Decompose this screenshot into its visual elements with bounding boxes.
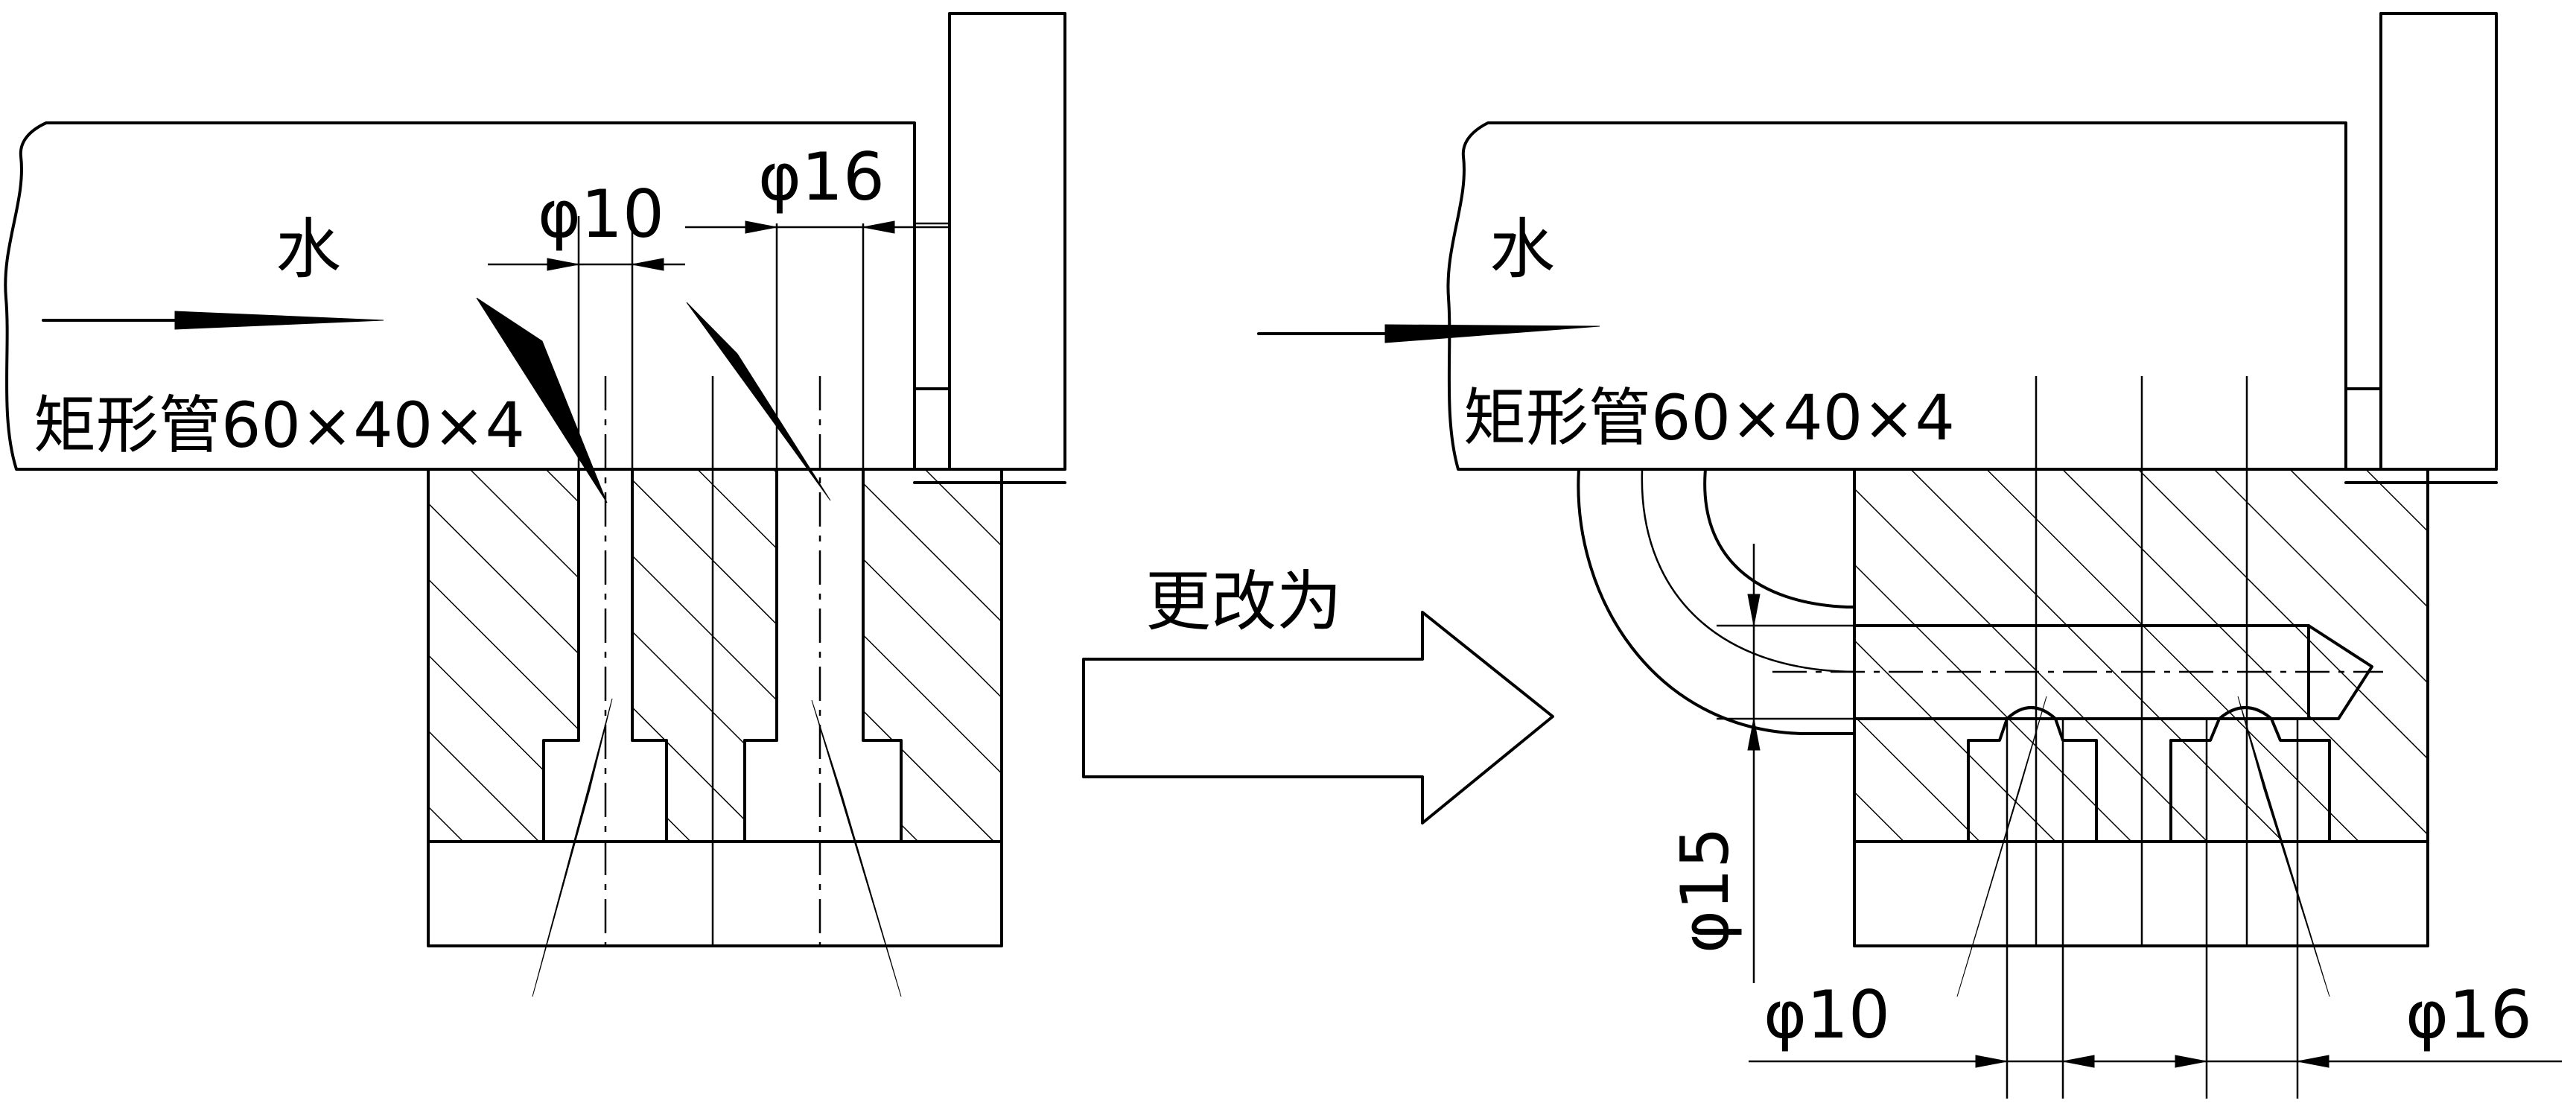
flow-arrow-in-2 [686,302,831,501]
dim-d16-left: φ16 [758,139,885,215]
dim-d15: φ15 [1667,827,1743,953]
flow-arrow-out-1 [532,698,613,997]
change-indicator: 更改为 [1082,563,1554,825]
flow-arrow-out-2 [811,699,902,997]
big-arrow [1082,611,1554,825]
original-view: φ10 φ16 水 矩形管60×40×4 [4,12,1066,997]
dim-d10-left: φ10 [538,176,664,252]
dim-d10-right: φ10 [1764,976,1890,1053]
cross-drill-passage [1853,624,2373,720]
tube-spec-right: 矩形管60×40×4 [1463,381,1955,454]
end-plate [948,12,1066,471]
tube-spec-left: 矩形管60×40×4 [34,389,525,462]
bent-tube-outer [1577,468,1804,735]
counterbore-2 [745,740,901,840]
bent-tube-inner [1703,468,1848,609]
end-plate-new [2379,12,2498,471]
flow-arrow-out-4 [2237,696,2330,997]
flow-arrow-in-1 [476,297,608,503]
water-label-right: 水 [1489,211,1555,287]
manifold-block [428,469,1002,842]
rectangular-tube-new [1446,121,2347,471]
rectangular-tube [4,121,916,471]
change-to-label: 更改为 [1145,563,1342,640]
dim-d16-right: φ16 [2405,976,2532,1053]
water-label-left: 水 [276,211,341,287]
modified-view: φ15 φ10 φ16 水 矩形管60×40×4 [1257,12,2562,1099]
flow-arrow-out-3 [1956,696,2047,997]
